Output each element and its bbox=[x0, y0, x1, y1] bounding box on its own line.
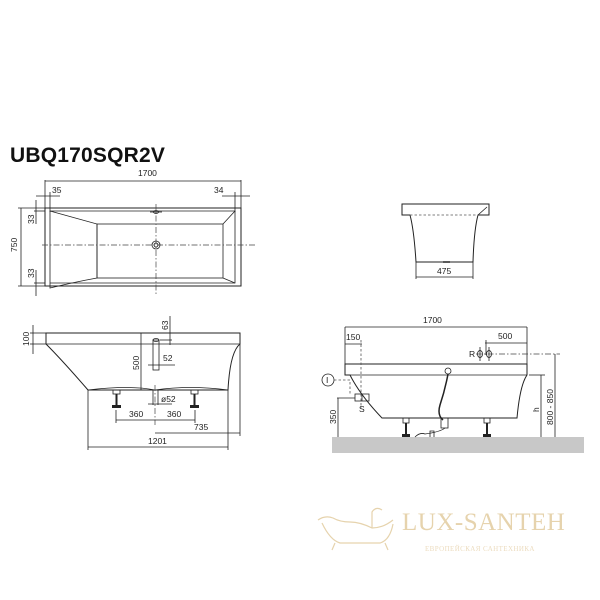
end-view: 475 bbox=[401, 203, 490, 279]
supply-label: I bbox=[326, 375, 328, 385]
install-dim-total-height: 800 - 850 bbox=[545, 389, 555, 425]
install-dim-tap-offset: 500 bbox=[498, 331, 512, 341]
floor bbox=[332, 437, 584, 453]
dim-overflow-dia: 52 bbox=[163, 353, 173, 363]
tap-label: R bbox=[469, 349, 475, 359]
watermark-subtitle: ЕВРОПЕЙСКАЯ САНТЕХНИКА bbox=[425, 545, 535, 553]
dim-depth: 500 bbox=[131, 356, 141, 370]
dim-right-offset: 34 bbox=[214, 185, 224, 195]
bathtub-logo-icon bbox=[317, 507, 394, 551]
dim-bottom-rim: 33 bbox=[26, 268, 36, 278]
install-dim-siphon-height: 350 bbox=[328, 410, 338, 424]
drain-icon bbox=[151, 240, 161, 250]
dim-drain-diameter: ø52 bbox=[161, 394, 176, 404]
siphon-label: S bbox=[359, 404, 365, 414]
dim-width: 750 bbox=[9, 238, 19, 252]
dim-leg-left: 360 bbox=[129, 409, 143, 419]
install-dim-length: 1700 bbox=[423, 315, 442, 325]
leg-right bbox=[190, 389, 199, 408]
install-dim-left-offset: 150 bbox=[346, 332, 360, 342]
dim-length: 1700 bbox=[138, 168, 157, 178]
dim-overflow-offset: 63 bbox=[160, 320, 170, 330]
leg-left bbox=[112, 389, 121, 408]
tub-outline-front bbox=[45, 332, 241, 391]
tub-outline-end bbox=[401, 203, 490, 263]
overflow-icon bbox=[153, 210, 159, 214]
overflow-pipe bbox=[152, 339, 160, 371]
dim-leg-right: 360 bbox=[167, 409, 181, 419]
dim-base-length: 1201 bbox=[148, 436, 167, 446]
tub-outline-install bbox=[344, 363, 528, 419]
installation-view: 1700 150 500 R I S 350 h bbox=[321, 315, 584, 453]
install-leg-left bbox=[402, 417, 410, 437]
dim-left-offset: 35 bbox=[52, 185, 62, 195]
model-title: UBQ170SQR2V bbox=[10, 144, 166, 167]
install-leg-right bbox=[483, 417, 491, 437]
dim-top-rim: 33 bbox=[26, 214, 36, 224]
dim-base-width: 475 bbox=[437, 266, 451, 276]
top-view: 1700 35 34 750 33 33 bbox=[9, 168, 255, 296]
install-dim-h: h bbox=[531, 407, 541, 412]
tub-outline-top bbox=[44, 207, 242, 287]
dim-rim-height: 100 bbox=[21, 332, 31, 346]
watermark-brand: LUX-SANTEH bbox=[402, 509, 566, 536]
dim-drain-to-end: 735 bbox=[194, 422, 208, 432]
basin-floor bbox=[96, 223, 224, 279]
front-view: 100 63 500 52 ø52 360 360 735 1201 bbox=[21, 316, 241, 450]
